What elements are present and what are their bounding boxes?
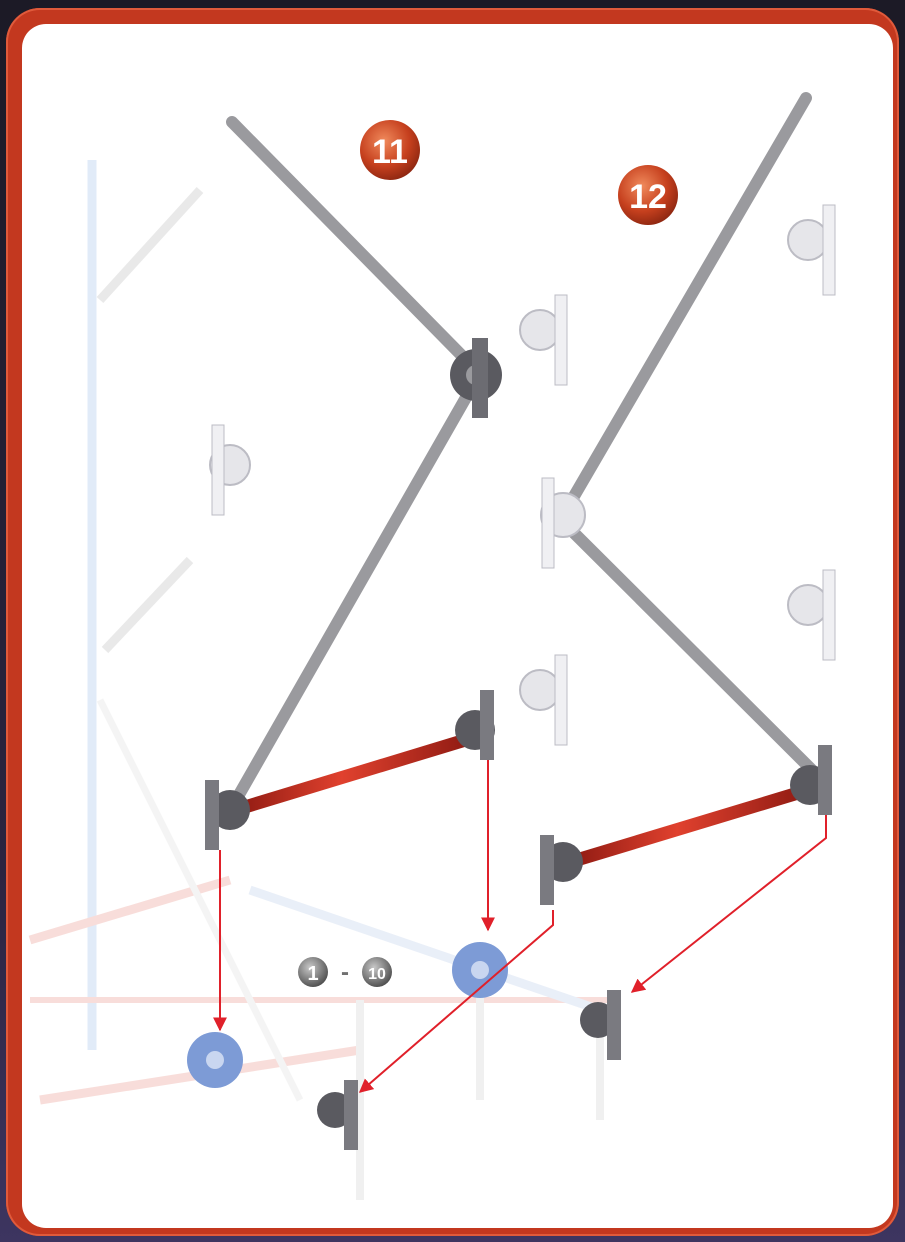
step-12-badge: 12 [618, 165, 678, 225]
reference-from: 1 [307, 963, 318, 985]
gear-connector-icon [210, 425, 250, 515]
grey-rod-diagonal-bottom [236, 380, 476, 800]
gear-connector-icon [788, 205, 835, 295]
gear-connector-icon [455, 690, 495, 760]
gear-connector-icon [540, 835, 583, 905]
reference-dash: - [341, 959, 349, 986]
gear-connector-icon [520, 295, 567, 385]
step-12-assembly [520, 98, 835, 905]
gear-connector-icon [317, 1080, 358, 1150]
gear-connector-icon [788, 570, 835, 660]
grey-rod-diagonal-down [566, 525, 812, 770]
step-11-badge: 11 [360, 120, 420, 180]
gear-connector-icon [520, 655, 567, 745]
red-rod-bottom [570, 790, 808, 862]
step-12-number: 12 [629, 178, 667, 216]
step-11-number: 11 [372, 133, 408, 171]
gear-connector-icon [187, 1032, 243, 1088]
reference-steps: 1 - 10 [298, 957, 392, 987]
reference-to: 10 [368, 966, 386, 983]
grey-rod-diagonal-up [566, 98, 806, 510]
step-11-assembly [205, 50, 502, 850]
grey-rod-diagonal-top [232, 122, 476, 370]
